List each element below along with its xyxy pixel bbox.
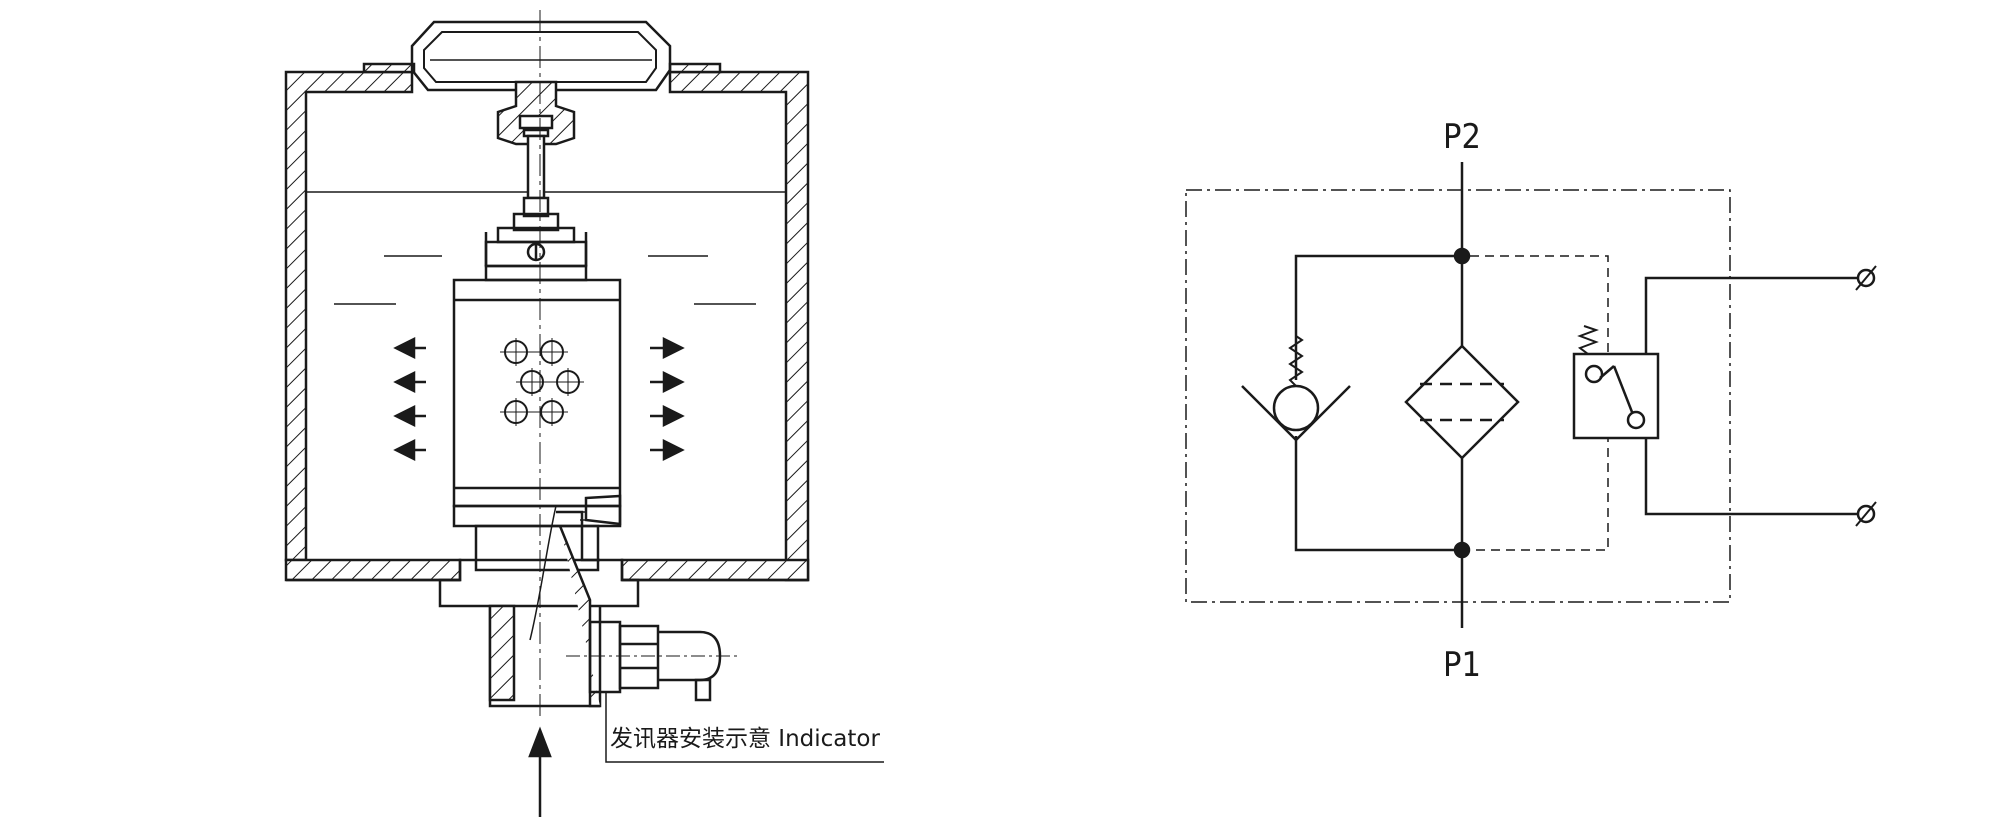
hydraulic-schematic [1185, 162, 1877, 628]
indicator-bracket [580, 494, 622, 526]
tank-wall [284, 70, 810, 582]
bypass-check-valve [1241, 254, 1462, 552]
flow-arrows-left [393, 336, 426, 462]
housing-base [438, 505, 640, 708]
electrical-leads [1644, 276, 1860, 516]
pressure-switch [1572, 325, 1660, 440]
signal-indicator [566, 620, 740, 702]
lid-flange [362, 62, 722, 74]
terminal-top [1855, 265, 1877, 291]
connector-neck [496, 80, 576, 218]
element-head [484, 212, 588, 282]
inlet-arrow [528, 726, 552, 817]
indicator-callout-label: 发讯器安装示意 Indicator [610, 726, 880, 752]
terminal-bottom [1855, 501, 1877, 527]
orifice-holes [500, 338, 584, 426]
level-marks [334, 255, 756, 305]
filter-symbol [1404, 344, 1520, 460]
filter-element-body [452, 278, 622, 572]
flow-arrows-right [650, 336, 685, 462]
port-label-top: P2 [1443, 117, 1481, 157]
cover-handle [410, 20, 672, 92]
filter-section-drawing [284, 10, 884, 817]
port-label-bottom: P1 [1443, 645, 1481, 685]
callout-leader [605, 692, 884, 763]
assembly-boundary [1185, 189, 1731, 603]
